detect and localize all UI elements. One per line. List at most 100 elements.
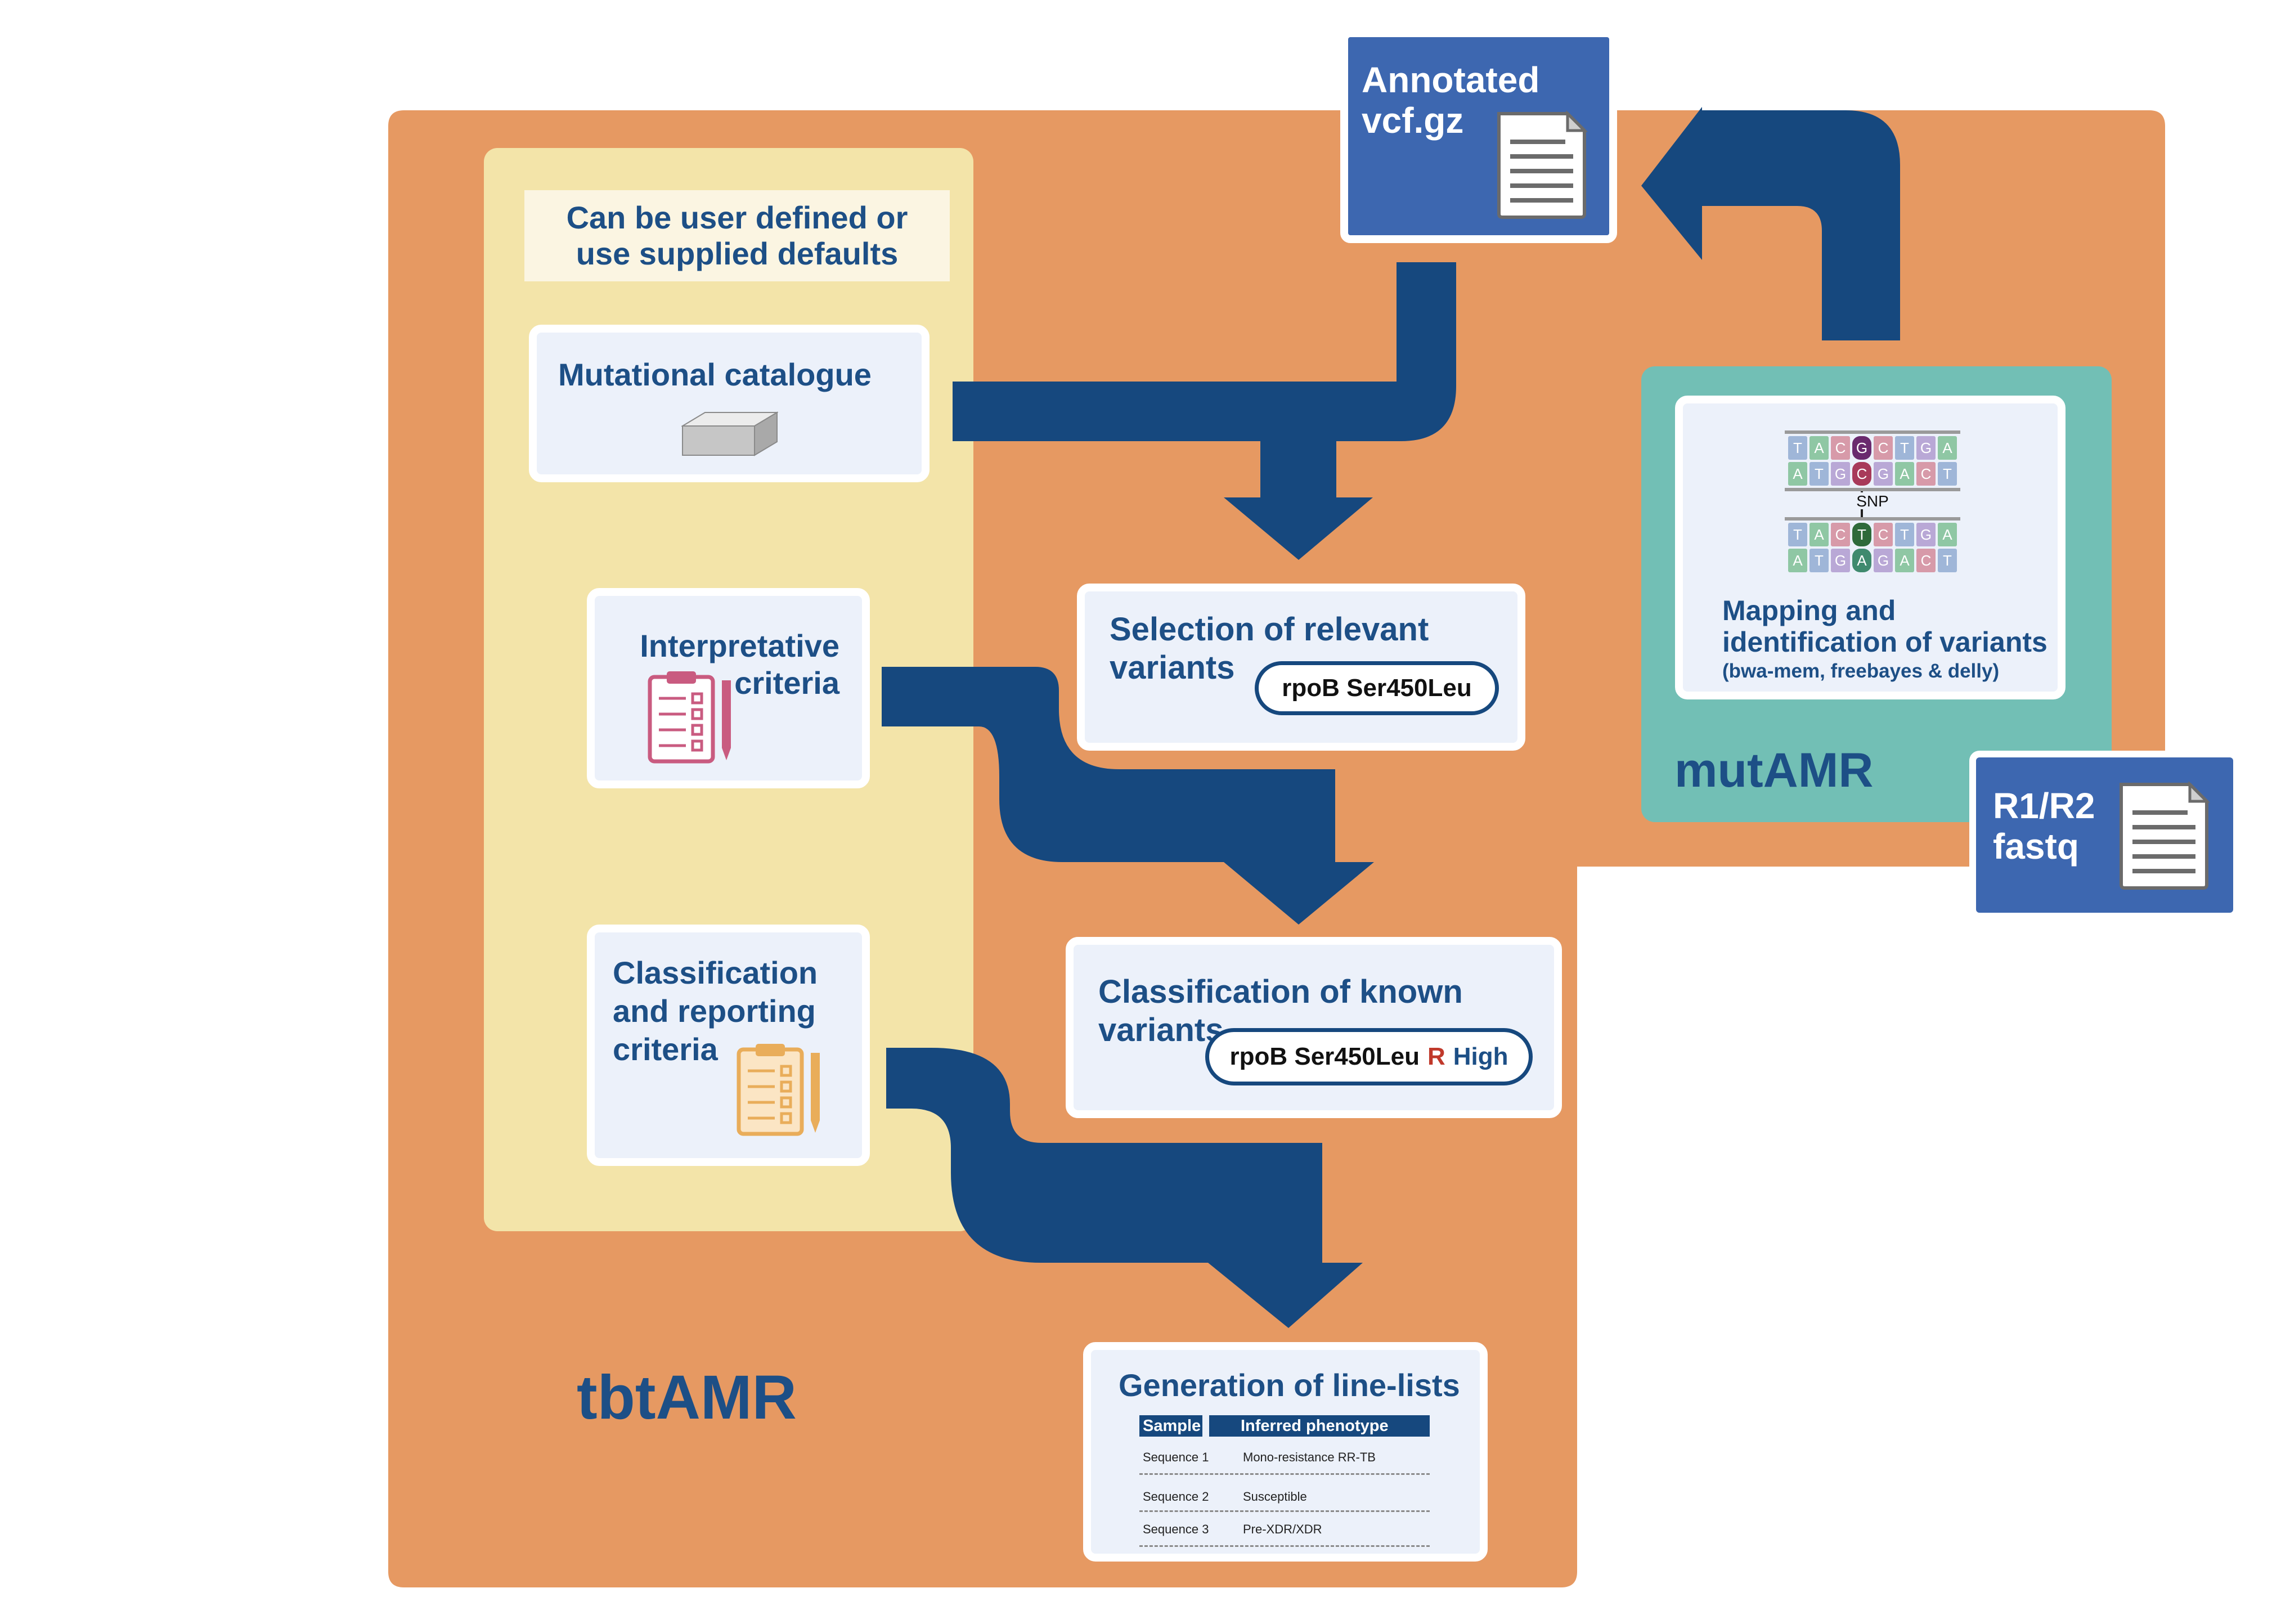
document-icon: [2120, 780, 2211, 890]
vcf-file-label: Annotated vcf.gz: [1362, 60, 1540, 141]
table-row: Sequence 3 Pre-XDR/XDR: [1139, 1520, 1430, 1547]
dna-base-letter: T: [1943, 465, 1952, 482]
dna-base-letter: T: [1943, 552, 1952, 569]
dna-base: [1916, 436, 1936, 460]
dna-base-letter: G: [1878, 465, 1889, 482]
mutational-catalogue-card: Mutational catalogue: [529, 325, 930, 482]
classification-variant-pill: rpoB Ser450Leu R High: [1205, 1028, 1533, 1085]
mutamr-label: mutAMR: [1674, 743, 1874, 797]
arrow-classification-to-linelists: [886, 1048, 1322, 1263]
row-phenotype: Pre-XDR/XDR: [1243, 1522, 1322, 1536]
dna-base-letter: A: [1942, 439, 1952, 456]
table-row: Sequence 2 Susceptible: [1139, 1485, 1430, 1512]
dna-base: [1938, 523, 1957, 546]
dna-base: [1852, 462, 1871, 486]
dna-base: [1895, 549, 1914, 572]
fastq-file-label: R1/R2 fastq: [1993, 786, 2095, 867]
dna-base-letter: A: [1793, 465, 1803, 482]
dna-base-letter: G: [1835, 552, 1846, 569]
dna-base-letter: A: [1900, 552, 1910, 569]
header-sample: Sample: [1139, 1415, 1202, 1437]
row-phenotype: Susceptible: [1243, 1490, 1307, 1504]
mutational-catalogue-title: Mutational catalogue: [558, 357, 872, 392]
dna-base-letter: G: [1920, 439, 1932, 456]
interpretative-criteria-card: Interpretative criteria: [587, 588, 870, 788]
database-box-icon: [681, 411, 778, 456]
dna-base-letter: C: [1857, 465, 1867, 482]
dna-base: [1938, 462, 1957, 486]
document-icon: [1497, 110, 1588, 219]
clipboard-checklist-icon: [737, 1044, 820, 1136]
vcf-file-box: Annotated vcf.gz: [1340, 29, 1617, 243]
dna-base-letter: T: [1815, 552, 1824, 569]
selection-variant-pill: rpoB Ser450Leu: [1255, 661, 1499, 715]
clipboard-checklist-icon: [648, 671, 731, 764]
pill-level: High: [1453, 1043, 1508, 1070]
classification-criteria-card: Classification and reporting criteria: [587, 925, 870, 1166]
dna-base: [1788, 462, 1807, 486]
dna-base: [1938, 436, 1957, 460]
dna-base-letter: T: [1793, 439, 1802, 456]
arrow-mutamr-to-vcf: [1702, 110, 1900, 340]
row-sample: Sequence 3: [1143, 1522, 1209, 1536]
dna-base: [1938, 549, 1957, 572]
dna-base: [1895, 523, 1914, 546]
dna-base-letter: A: [1942, 526, 1952, 543]
dna-base: [1895, 462, 1914, 486]
pill-variant: rpoB Ser450Leu: [1229, 1043, 1420, 1070]
mapping-title: Mapping and identification of variants: [1722, 595, 2048, 658]
table-header: Sample Inferred phenotype: [1139, 1415, 1430, 1437]
dna-base: [1895, 436, 1914, 460]
selection-card: Selection of relevant variants rpoB Ser4…: [1077, 584, 1525, 751]
dna-base-letter: C: [1921, 552, 1932, 569]
dna-base-letter: T: [1793, 526, 1802, 543]
dna-base-letter: G: [1856, 439, 1867, 456]
dna-base-letter: A: [1814, 526, 1824, 543]
dna-base: [1788, 549, 1807, 572]
dna-base-letter: A: [1814, 439, 1824, 456]
dna-base: [1874, 462, 1893, 486]
classification-card: Classification of known variants rpoB Se…: [1066, 937, 1562, 1118]
interpretative-criteria-title: Interpretative criteria: [640, 628, 839, 701]
tbtamr-label: tbtAMR: [577, 1363, 797, 1432]
dna-base: [1874, 549, 1893, 572]
snp-label: SNP: [1856, 492, 1889, 510]
dna-base: [1831, 436, 1850, 460]
dna-base: [1852, 549, 1871, 572]
dna-base-letter: C: [1878, 526, 1889, 543]
dna-base: [1916, 523, 1936, 546]
defaults-note: Can be user defined or use supplied defa…: [524, 190, 950, 281]
dna-base-letter: T: [1815, 465, 1824, 482]
dna-base: [1852, 523, 1871, 546]
dna-base-letter: C: [1878, 439, 1889, 456]
defaults-note-text: Can be user defined or use supplied defa…: [566, 200, 908, 271]
dna-base: [1916, 462, 1936, 486]
dna-base: [1874, 523, 1893, 546]
dna-base: [1788, 523, 1807, 546]
table-row: Sequence 1 Mono-resistance RR-TB: [1139, 1448, 1430, 1475]
dna-base: [1831, 462, 1850, 486]
row-sample: Sequence 2: [1143, 1490, 1209, 1504]
dna-base-letter: T: [1900, 526, 1909, 543]
dna-base: [1809, 436, 1829, 460]
dna-base: [1809, 523, 1829, 546]
dna-base-letter: C: [1835, 439, 1846, 456]
dna-base-letter: C: [1835, 526, 1846, 543]
dna-base-letter: A: [1793, 552, 1803, 569]
dna-base-letter: G: [1878, 552, 1889, 569]
dna-base: [1788, 436, 1807, 460]
dna-base-letter: A: [1857, 552, 1867, 569]
line-lists-card: Generation of line-lists Sample Inferred…: [1083, 1342, 1488, 1562]
dna-base: [1874, 436, 1893, 460]
dna-base-letter: C: [1921, 465, 1932, 482]
classification-criteria-title: Classification and reporting criteria: [613, 955, 818, 1067]
dna-base: [1852, 436, 1871, 460]
dna-base: [1809, 462, 1829, 486]
classification-title: Classification of known variants: [1098, 973, 1463, 1048]
row-phenotype: Mono-resistance RR-TB: [1243, 1450, 1376, 1464]
dna-base: [1809, 549, 1829, 572]
